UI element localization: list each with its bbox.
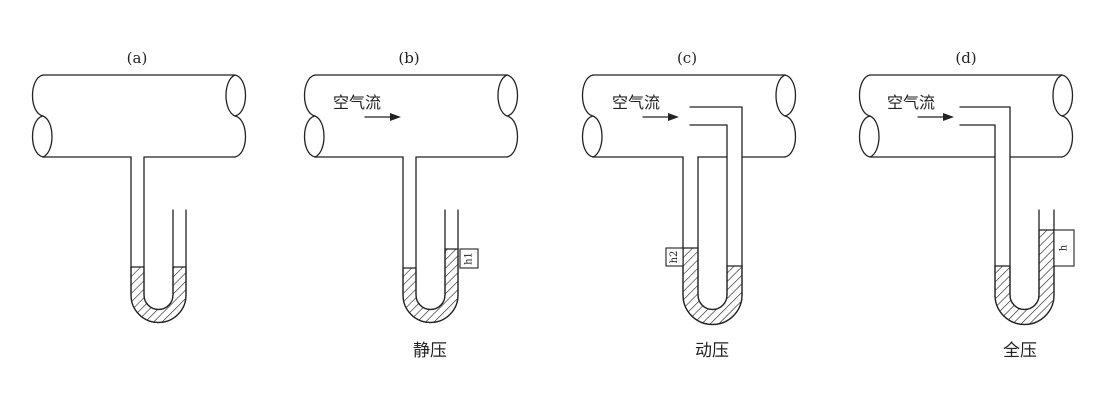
flow-arrow	[364, 113, 401, 121]
u-tube-manometer	[682, 156, 743, 326]
pitot-tube	[959, 106, 1055, 326]
u-tube-manometer	[130, 156, 187, 324]
pipe-break-left	[31, 74, 53, 158]
pipe-break-left	[303, 74, 325, 158]
manometer-fluid	[402, 248, 459, 324]
height-box: h2	[665, 247, 684, 267]
pressure-caption: 动压	[695, 341, 729, 361]
pipe-break-right	[225, 74, 247, 158]
pipe-break-left	[581, 74, 603, 158]
pipe-break-left	[858, 74, 880, 158]
pipe	[858, 74, 1074, 158]
air-flow-label: 空气流	[333, 93, 381, 112]
height-label: h	[1059, 244, 1070, 251]
air-flow-label: 空气流	[612, 93, 660, 112]
panel-d: (d) 空气流 h 全压	[858, 49, 1075, 361]
pipe	[303, 74, 519, 158]
u-tube-manometer	[402, 156, 459, 324]
pipe	[581, 74, 797, 158]
panel-a: (a)	[31, 49, 247, 324]
panel-label: (c)	[677, 49, 697, 67]
panel-b: (b) 空气流 h1 静压	[303, 49, 519, 361]
pipe-break-right	[1052, 74, 1074, 158]
pipe-break-right	[775, 74, 797, 158]
pitot-tube	[689, 106, 743, 296]
height-label: h1	[464, 252, 475, 265]
panel-label: (d)	[955, 49, 976, 67]
air-flow-label: 空气流	[887, 93, 935, 112]
pipe	[31, 74, 247, 158]
pressure-caption: 全压	[1003, 341, 1037, 361]
manometer-fluid	[682, 247, 743, 326]
panel-label: (a)	[127, 49, 148, 67]
flow-arrow	[917, 113, 954, 121]
height-box: h	[1053, 229, 1075, 267]
pipe-break-right	[497, 74, 519, 158]
height-box: h1	[459, 248, 479, 269]
height-label: h2	[669, 251, 680, 264]
pressure-caption: 静压	[413, 341, 447, 361]
panel-label: (b)	[398, 49, 419, 67]
panel-c: (c) 空气流 h2 动压	[581, 49, 797, 361]
flow-arrow	[642, 113, 679, 121]
manometer-fluid	[994, 229, 1055, 326]
